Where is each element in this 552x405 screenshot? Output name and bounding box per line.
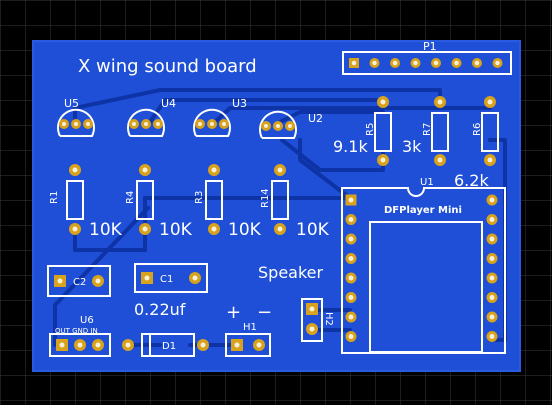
resistor-r14: R14 10K (260, 164, 330, 240)
capacitor-c1: C1 0.22uf (134, 263, 208, 319)
resistor-body (374, 112, 392, 152)
c1-outline (134, 263, 208, 293)
resistor-ref: R3 (194, 191, 205, 204)
pin-hole (454, 60, 459, 66)
header-label: P1 (423, 40, 437, 53)
resistor-r6: R6 6.2k (454, 96, 499, 190)
resistor-value: 3k (402, 137, 422, 156)
pin-hole (489, 217, 495, 222)
pin-hole (348, 256, 354, 261)
resistor-r4: R4 10K (125, 164, 193, 240)
c1-ref: C1 (160, 274, 173, 285)
c2-ref: C2 (73, 277, 86, 288)
pin-hole (433, 60, 439, 66)
resistor-ref: R1 (49, 191, 60, 204)
resistor-ref: R6 (472, 123, 483, 136)
d1-outline (141, 333, 195, 357)
resistor-body (271, 180, 289, 220)
header-outline (342, 51, 512, 75)
resistor-value: 10K (89, 220, 123, 240)
resistor-r7: R7 3k (402, 96, 449, 166)
speaker-label: Speaker (258, 263, 324, 282)
pin-hole (348, 197, 354, 203)
resistor-body (66, 180, 84, 220)
h1-minus: − (257, 302, 272, 323)
transistor-ref: U5 (64, 97, 79, 110)
u6-pin-labels: OUT GND IN (55, 327, 98, 335)
pin-hole (372, 60, 377, 66)
pin-hole (348, 236, 354, 242)
pin-hole (489, 295, 495, 300)
module-name: DFPlayer Mini (384, 205, 462, 216)
regulator-u6: U6 OUT GND IN (49, 315, 134, 357)
transistor-u4: U4 (127, 97, 176, 137)
transistor-body (259, 110, 297, 139)
transistor-ref: U2 (308, 112, 323, 125)
resistor-r5: R5 9.1k (333, 96, 392, 166)
transistor-u3: U3 (193, 97, 247, 137)
pin-hole (413, 60, 418, 66)
pin-hole (351, 60, 357, 66)
header-h2: H2 (301, 298, 334, 342)
pin-hole (489, 197, 495, 203)
transistor-u5: U5 (57, 97, 95, 137)
module-outline (341, 187, 506, 354)
h1-plus: + (226, 302, 241, 323)
transistor-u2: U2 (259, 110, 323, 139)
pin-hole (489, 256, 495, 261)
d1-ref: D1 (162, 341, 176, 352)
resistor-body (481, 112, 499, 152)
pin-hole (392, 60, 398, 66)
pin-hole (348, 314, 354, 320)
capacitor-c2: C2 (47, 265, 111, 297)
pin-hole (489, 236, 495, 242)
diode-d1: D1 (141, 333, 209, 357)
transistor-ref: U3 (232, 97, 247, 110)
h2-ref: H2 (323, 312, 334, 326)
module-ref: U1 (420, 177, 434, 188)
h1-ref: H1 (243, 322, 257, 333)
resistor-body (136, 180, 154, 220)
c2-outline (47, 265, 111, 297)
transistor-body (193, 108, 231, 137)
resistor-value: 9.1k (333, 137, 368, 156)
resistor-value: 10K (228, 220, 262, 240)
resistor-body (431, 112, 449, 152)
pin-hole (489, 334, 495, 339)
header-h1: + − H1 (225, 302, 272, 357)
h2-outline (301, 298, 323, 342)
resistor-value: 10K (159, 220, 193, 240)
resistor-body (205, 180, 223, 220)
pin-hole (348, 217, 354, 222)
resistor-ref: R14 (260, 188, 271, 208)
resistor-value: 6.2k (454, 171, 489, 190)
pin-hole (348, 295, 354, 300)
board-title: X wing sound board (78, 56, 257, 77)
module-sd-slot (369, 221, 483, 353)
u6-outline (49, 333, 111, 357)
resistor-ref: R7 (422, 123, 433, 136)
header-pins (349, 58, 503, 68)
transistor-ref: U4 (161, 97, 176, 110)
c1-value: 0.22uf (134, 300, 186, 319)
pin-hole (348, 334, 354, 339)
dfplayer-module: U1 DFPlayer Mini (341, 177, 506, 354)
transistor-body (57, 108, 95, 137)
resistor-value: 10K (296, 220, 330, 240)
pin-hole (495, 60, 500, 66)
pin-hole (489, 314, 495, 320)
pin-hole (348, 275, 354, 281)
resistor-r1: R1 10K (49, 164, 123, 240)
module-left-pins (345, 194, 357, 342)
pin-hole (489, 275, 495, 281)
resistor-r3: R3 10K (194, 164, 262, 240)
module-right-pins (486, 194, 498, 342)
h1-outline (225, 333, 271, 357)
resistor-ref: R5 (365, 123, 376, 136)
resistor-ref: R4 (125, 191, 136, 204)
pin-hole (474, 60, 480, 66)
u6-ref: U6 (80, 315, 94, 326)
transistor-body (127, 108, 165, 137)
